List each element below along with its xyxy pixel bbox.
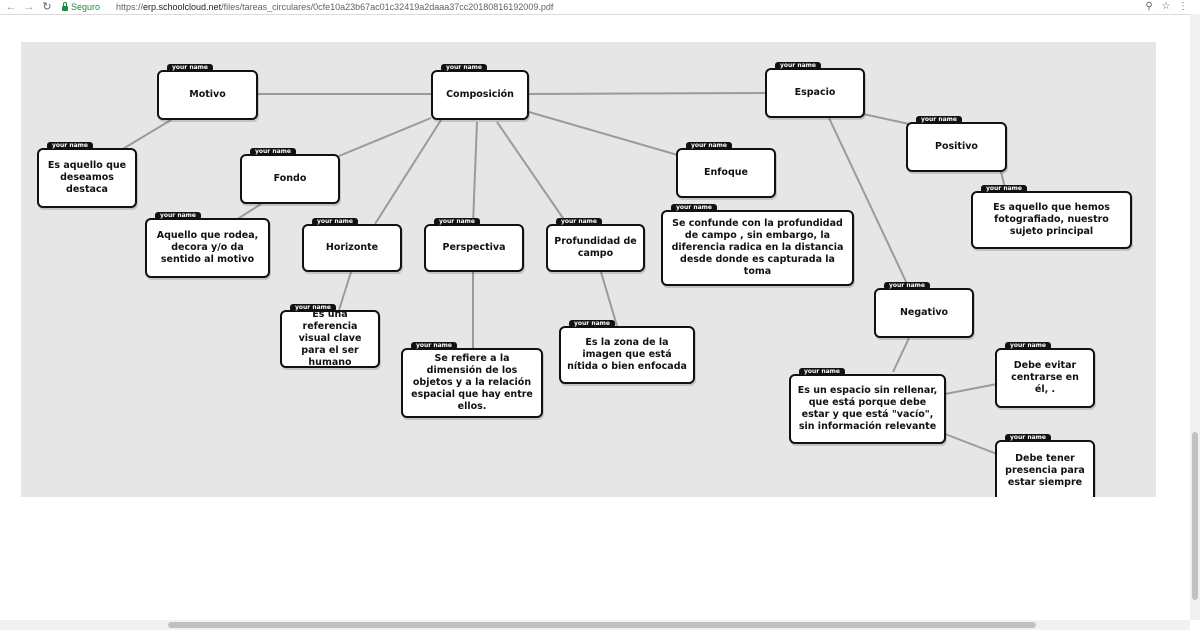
security-indicator[interactable]: Seguro [62, 0, 100, 14]
node-label: Horizonte [325, 242, 379, 253]
edge-profundidad-def [600, 271, 618, 327]
edge-horizonte-def [338, 271, 352, 311]
node-tag: your name [1005, 342, 1051, 350]
node-tag: your name [411, 342, 457, 350]
url-path: /files/tareas_circulares/0cfe10a23b67ac0… [221, 2, 554, 12]
url-host: erp.schoolcloud.net [143, 2, 222, 12]
node-negativo[interactable]: your name Negativo [874, 282, 974, 338]
node-label: Profundidad de campo [554, 236, 637, 259]
node-label: Debe tener presencia para estar siempre [1005, 453, 1085, 488]
concept-map-connectors [120, 92, 1007, 455]
node-tag: your name [250, 148, 296, 156]
node-fondo[interactable]: your name Fondo [240, 148, 340, 204]
node-tag: your name [155, 212, 201, 220]
node-tag: your name [556, 218, 602, 226]
secure-label: Seguro [71, 2, 101, 12]
node-debe-tener[interactable]: your name Debe tener presencia para esta… [995, 434, 1095, 497]
node-label: Composición [446, 89, 514, 100]
edge-motivo-def [120, 119, 172, 151]
reload-icon[interactable]: ↻ [42, 1, 52, 13]
edge-negativo-evitar [944, 383, 998, 395]
edge-negativo-tener [944, 433, 998, 455]
node-label: Es aquello que deseamos destaca [47, 160, 127, 195]
address-bar[interactable]: https://erp.schoolcloud.net/files/tareas… [116, 0, 553, 14]
zoom-icon[interactable]: ⚲ [1145, 1, 1153, 12]
bookmark-star-icon[interactable]: ☆ [1161, 1, 1171, 12]
node-perspectiva[interactable]: your name Perspectiva [424, 218, 524, 272]
node-label: Es aquello que hemos fotografiado, nuest… [993, 202, 1110, 237]
node-profundidad[interactable]: your name Profundidad de campo [546, 218, 645, 272]
node-label: Espacio [794, 87, 836, 98]
node-enfoque-definition[interactable]: your name Se confunde con la profundidad… [661, 204, 854, 286]
node-horizonte-definition[interactable]: your name Es una referencia visual clave… [280, 304, 380, 368]
node-espacio[interactable]: your name Espacio [765, 62, 865, 118]
node-tag: your name [799, 368, 845, 376]
node-horizonte[interactable]: your name Horizonte [302, 218, 402, 272]
edge-composicion-horizonte [374, 119, 442, 225]
node-negativo-definition[interactable]: your name Es un espacio sin rellenar, qu… [789, 368, 946, 444]
horizontal-scrollbar[interactable] [0, 620, 1190, 630]
node-tag: your name [434, 218, 480, 226]
node-fondo-definition[interactable]: your name Aquello que rodea, decora y/o … [145, 212, 270, 278]
node-tag: your name [884, 282, 930, 290]
node-tag: your name [167, 64, 213, 72]
horizontal-scroll-thumb[interactable] [168, 622, 1036, 628]
browser-toolbar: ← → ↻ Seguro https://erp.schoolcloud.net… [0, 0, 1200, 15]
node-tag: your name [47, 142, 93, 150]
node-tag: your name [312, 218, 358, 226]
menu-dots-icon[interactable]: ⋮ [1178, 1, 1188, 12]
node-label: Debe evitar centrarse en él, . [1011, 360, 1079, 395]
node-label: Es una referencia visual clave para el s… [298, 309, 362, 368]
edge-fondo-def [235, 203, 262, 221]
edge-composicion-profundidad [496, 121, 568, 225]
edge-composicion-fondo [338, 117, 432, 157]
node-label: Es la zona de la imagen que está nítida … [567, 337, 687, 372]
node-composicion[interactable]: your name Composición [431, 64, 529, 120]
edge-negativo-def [892, 337, 910, 373]
edge-composicion-espacio [528, 92, 768, 95]
node-tag: your name [775, 62, 821, 70]
node-enfoque[interactable]: your name Enfoque [676, 142, 776, 198]
node-label: Es un espacio sin rellenar, que está por… [797, 385, 938, 432]
node-label: Fondo [273, 173, 307, 184]
node-tag: your name [290, 304, 336, 312]
node-tag: your name [569, 320, 615, 328]
node-label: Enfoque [704, 167, 748, 178]
node-label: Se refiere a la dimensión de los objetos… [411, 353, 533, 412]
back-arrow-icon[interactable]: ← [5, 1, 17, 13]
node-motivo-definition[interactable]: your name Es aquello que deseamos destac… [37, 142, 137, 208]
node-profundidad-definition[interactable]: your name Es la zona de la imagen que es… [559, 320, 695, 384]
node-label: Aquello que rodea, decora y/o da sentido… [156, 230, 259, 265]
edge-composicion-perspectiva [472, 121, 478, 225]
lock-icon [62, 1, 68, 11]
node-positivo[interactable]: your name Positivo [906, 116, 1007, 172]
node-label: Negativo [899, 307, 949, 318]
node-tag: your name [916, 116, 962, 124]
edge-composicion-enfoque [528, 111, 682, 157]
forward-arrow-icon[interactable]: → [23, 1, 35, 13]
node-tag: your name [686, 142, 732, 150]
node-tag: your name [441, 64, 487, 72]
edge-espacio-positivo [862, 113, 910, 125]
node-positivo-definition[interactable]: your name Es aquello que hemos fotografi… [971, 185, 1132, 249]
node-tag: your name [981, 185, 1027, 193]
node-tag: your name [1005, 434, 1051, 442]
concept-map: your name Motivo your name Composición y… [21, 42, 1156, 497]
node-tag: your name [671, 204, 717, 212]
node-label: Perspectiva [442, 242, 506, 253]
node-debe-evitar[interactable]: your name Debe evitar centrarse en él, . [995, 342, 1095, 408]
node-label: Positivo [935, 141, 978, 152]
node-label: Se confunde con la profundidad de campo … [671, 218, 844, 277]
vertical-scroll-thumb[interactable] [1192, 432, 1198, 600]
url-scheme: https:// [116, 2, 144, 12]
node-perspectiva-definition[interactable]: your name Se refiere a la dimensión de l… [401, 342, 543, 418]
edge-espacio-negativo [828, 117, 910, 289]
node-label: Motivo [189, 89, 226, 100]
vertical-scrollbar[interactable] [1190, 14, 1200, 620]
node-motivo[interactable]: your name Motivo [157, 64, 258, 120]
